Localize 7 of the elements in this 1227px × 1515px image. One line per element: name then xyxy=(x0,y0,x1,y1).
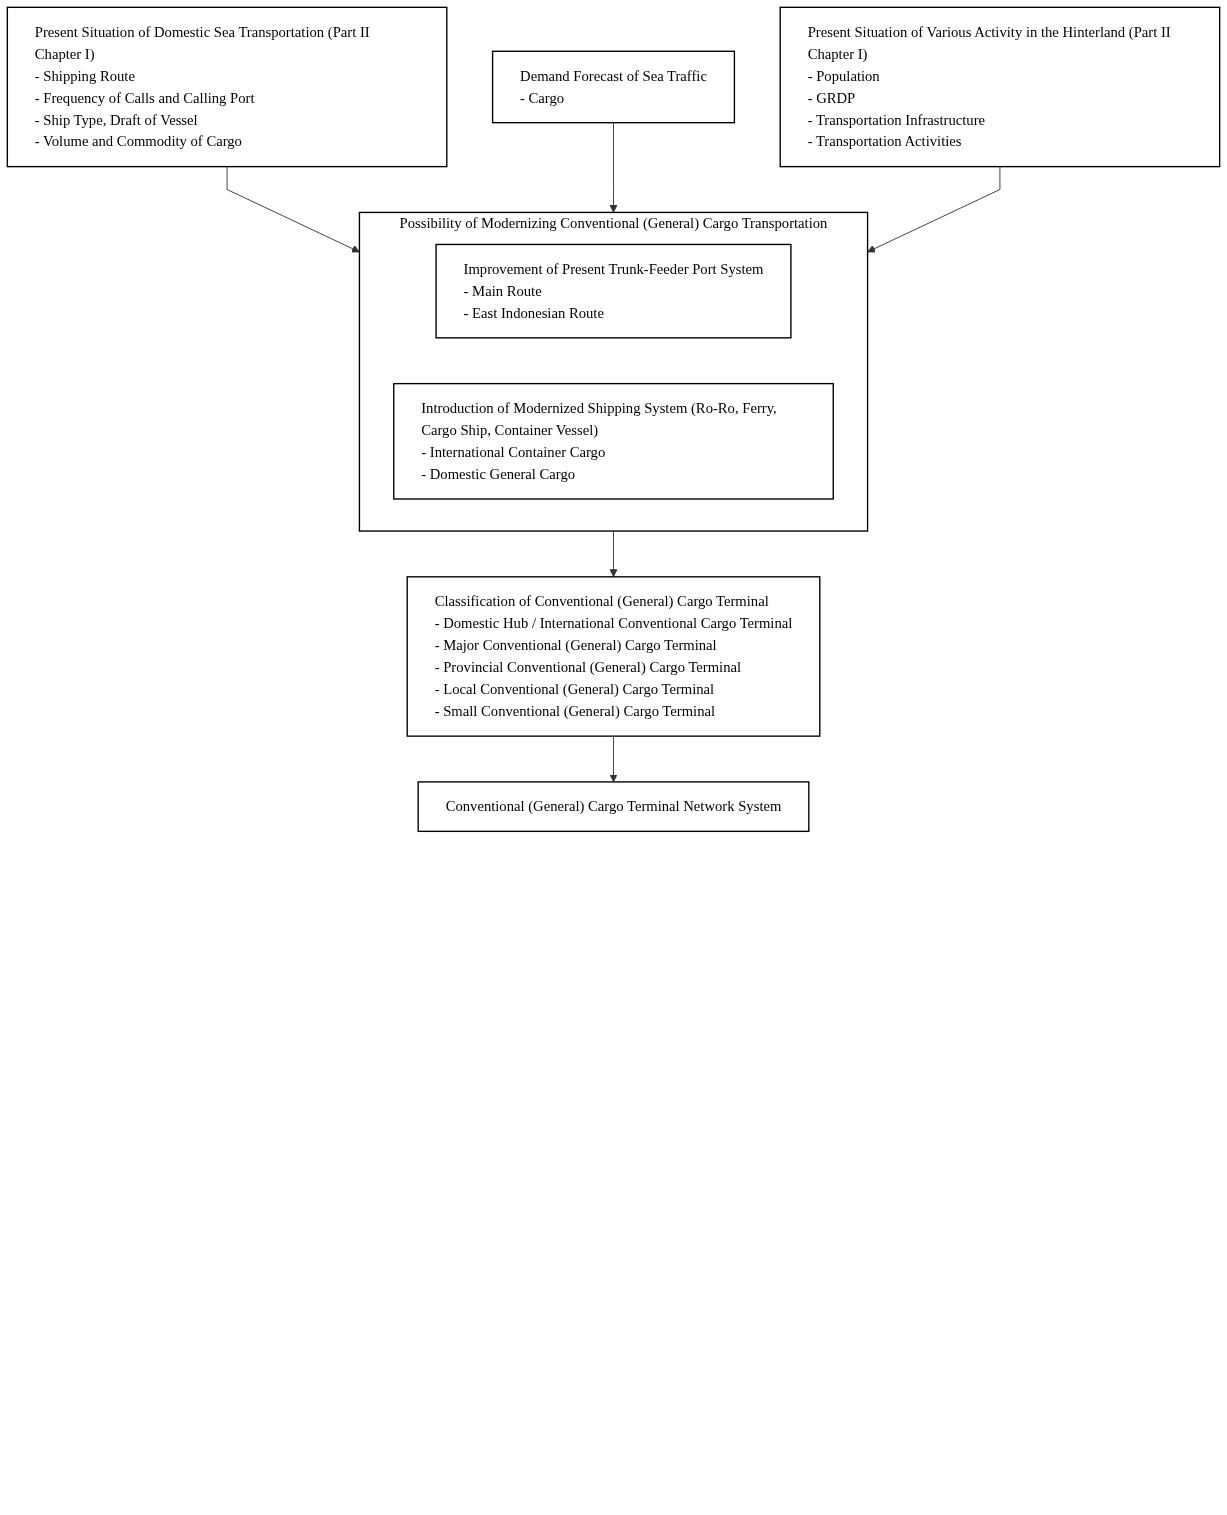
node-box: Introduction of Modernized Shipping System (Ro-Ro, Ferry, Cargo Ship, Container Vessel) - International Container Cargo - Domestic General Cargo xyxy=(393,382,834,500)
node-box: Present Situation of Various Activity in the Hinterland (Part II Chapter I) - Population - GRDP - Transportation Infrastructure - Transportation Activities xyxy=(779,6,1221,168)
node-box: Classification of Conventional (General) Cargo Terminal - Domestic Hub / International Conventional Cargo Terminal - Major Conventional (General) Cargo Terminal - Provincial Conventional (General) Cargo Terminal - Local Conventional (General) Cargo Terminal - Small Conventional (General) Cargo Terminal xyxy=(406,576,821,737)
node-box: Improvement of Present Trunk-Feeder Port System - Main Route - East Indonesian Route xyxy=(435,243,792,339)
node-box: Present Situation of Domestic Sea Transportation (Part II Chapter I) - Shipping Route - Frequency of Calls and Calling Port - Ship Type, Draft of Vessel - Volume and Commodity of Cargo xyxy=(6,6,448,168)
node-box: Conventional (General) Cargo Terminal Network System xyxy=(417,781,810,833)
node-box: Demand Forecast of Sea Traffic - Cargo xyxy=(491,50,736,124)
